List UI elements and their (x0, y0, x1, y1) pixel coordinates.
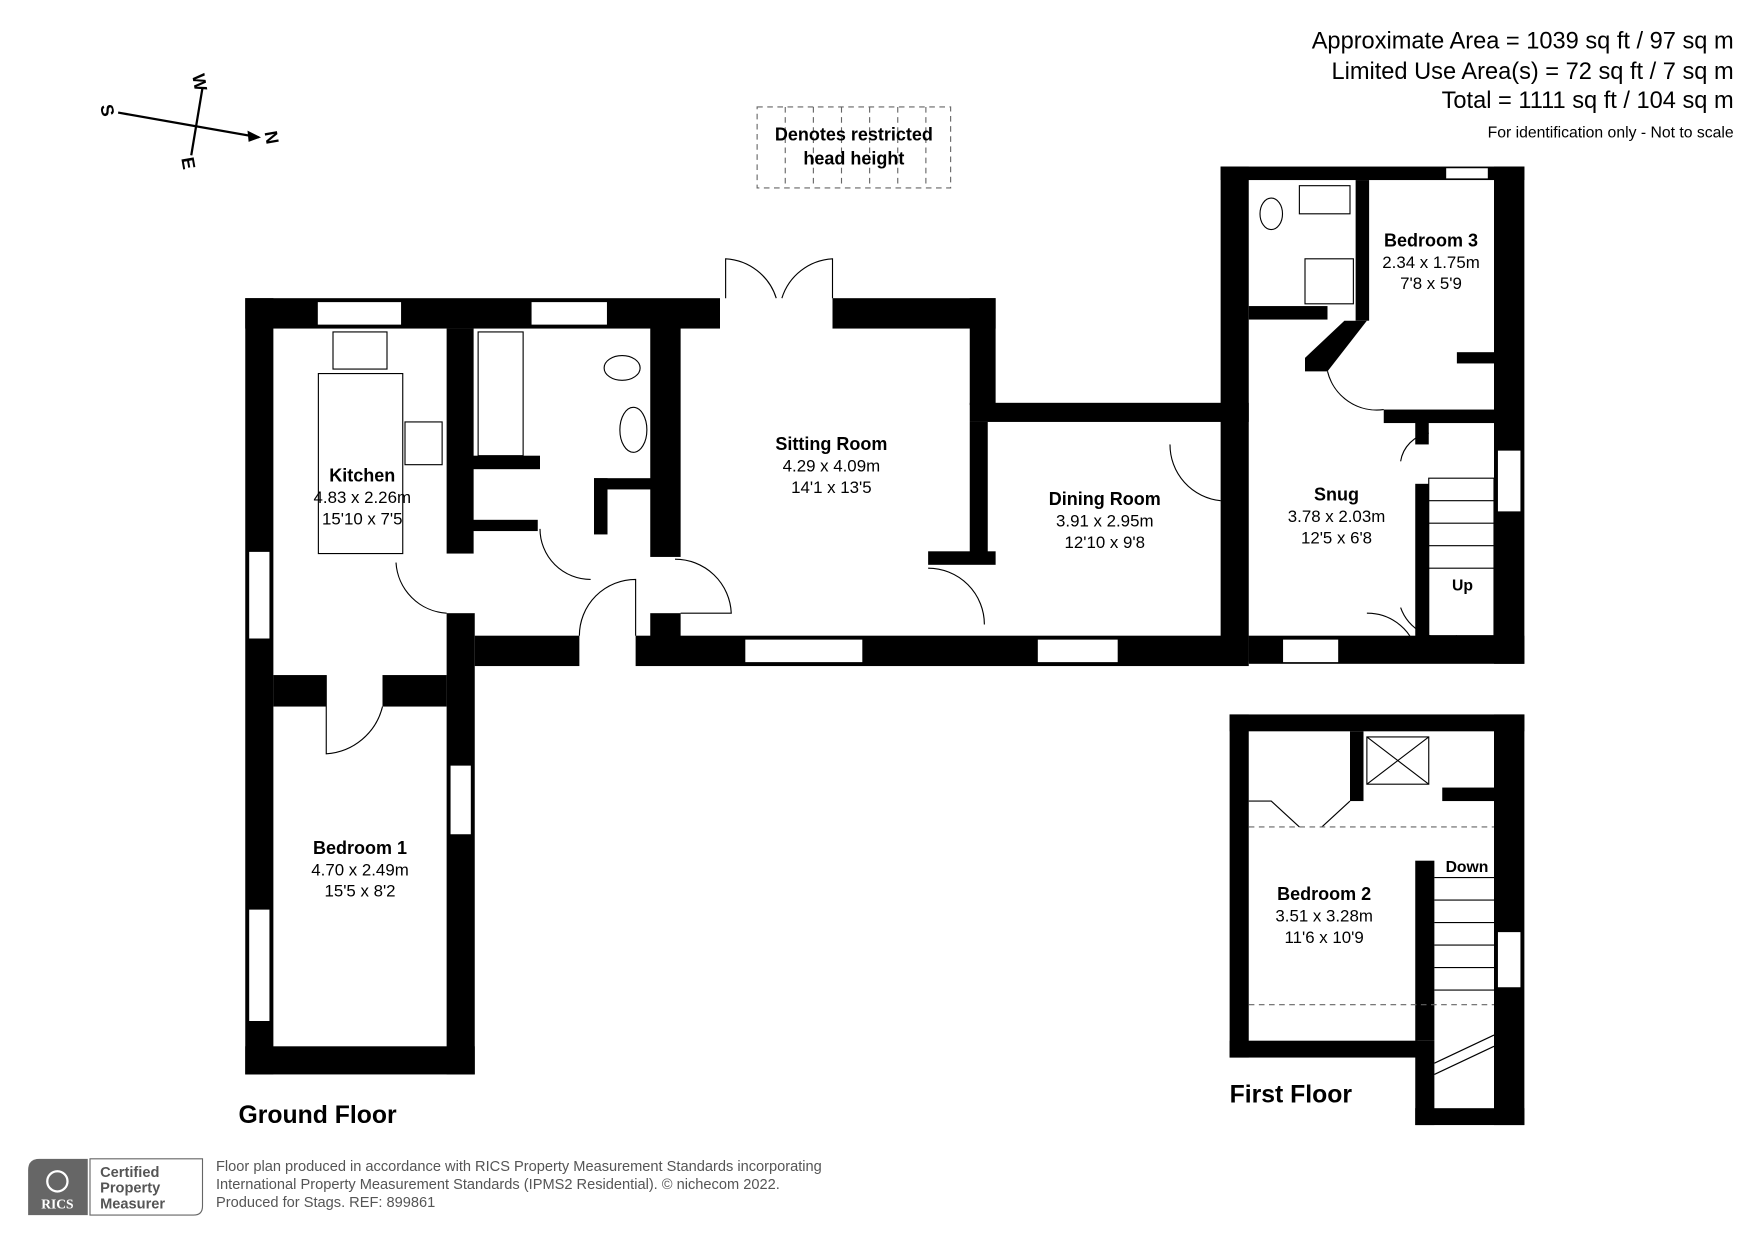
room-metric: 3.91 x 2.95m (1056, 512, 1153, 531)
room-sitting-room: Sitting Room 4.29 x 4.09m 14'1 x 13'5 (775, 434, 887, 497)
room-name: Snug (1314, 485, 1359, 505)
badge-line1: Certified (100, 1165, 159, 1181)
room-name: Bedroom 3 (1384, 230, 1478, 250)
room-name: Bedroom 1 (313, 838, 407, 858)
first-floor-walls (1229, 714, 1525, 1126)
restricted-height-legend: Denotes restricted head height (756, 106, 952, 189)
room-bedroom-1: Bedroom 1 4.70 x 2.49m 15'5 x 8'2 (311, 838, 408, 901)
limited-use-area: Limited Use Area(s) = 72 sq ft / 7 sq m (1331, 59, 1733, 85)
room-imperial: 12'10 x 9'8 (1065, 533, 1146, 552)
room-bedroom-2: Bedroom 2 3.51 x 3.28m 11'6 x 10'9 (1275, 884, 1372, 947)
room-imperial: 7'8 x 5'9 (1400, 274, 1462, 293)
compass-east: E (177, 156, 199, 171)
room-imperial: 15'5 x 8'2 (324, 882, 395, 901)
first-stairs (1434, 877, 1495, 1075)
ground-floor-title: Ground Floor (239, 1102, 397, 1129)
room-name: Kitchen (329, 466, 395, 486)
room-metric: 4.83 x 2.26m (314, 488, 411, 507)
room-imperial: 12'5 x 6'8 (1301, 528, 1372, 547)
legend-line1: Denotes restricted (775, 125, 933, 145)
room-name: Dining Room (1049, 489, 1161, 509)
compass-south: S (96, 103, 118, 118)
total-area: Total = 1111 sq ft / 104 sq m (1442, 88, 1734, 114)
badge-line3: Measurer (100, 1196, 165, 1212)
compass-icon: N S W E (96, 72, 282, 171)
room-imperial: 14'1 x 13'5 (791, 478, 872, 497)
compass-west: W (188, 72, 211, 92)
legend-line2: head height (803, 148, 904, 168)
room-metric: 3.51 x 3.28m (1275, 906, 1372, 925)
ground-stairs (1428, 477, 1495, 637)
room-dining-room: Dining Room 3.91 x 2.95m 12'10 x 9'8 (1049, 489, 1161, 552)
footer-line2: International Property Measurement Stand… (216, 1177, 780, 1193)
footer-line1: Floor plan produced in accordance with R… (216, 1159, 822, 1175)
room-metric: 4.29 x 4.09m (783, 456, 880, 475)
approximate-area: Approximate Area = 1039 sq ft / 97 sq m (1312, 28, 1734, 54)
compass-north: N (261, 129, 283, 145)
room-bedroom-3: Bedroom 3 2.34 x 1.75m 7'8 x 5'9 (1382, 230, 1479, 293)
room-name: Sitting Room (775, 434, 887, 454)
rics-logo-text: RICS (41, 1196, 73, 1211)
room-kitchen: Kitchen 4.83 x 2.26m 15'10 x 7'5 (314, 466, 411, 529)
stairs-down-label: Down (1446, 859, 1489, 876)
rics-badge: RICS Certified Property Measurer (28, 1158, 204, 1216)
room-imperial: 15'10 x 7'5 (322, 509, 403, 528)
footer-line3: Produced for Stags. REF: 899861 (216, 1195, 435, 1211)
badge-line2: Property (100, 1181, 161, 1197)
room-name: Bedroom 2 (1277, 884, 1371, 904)
room-metric: 4.70 x 2.49m (311, 860, 408, 879)
room-metric: 3.78 x 2.03m (1288, 507, 1385, 526)
stairs-up-label: Up (1452, 578, 1473, 595)
room-imperial: 11'6 x 10'9 (1285, 928, 1364, 947)
room-snug: Snug 3.78 x 2.03m 12'5 x 6'8 (1288, 485, 1385, 548)
room-metric: 2.34 x 1.75m (1382, 253, 1479, 272)
ground-floor-walls (245, 166, 1525, 1075)
first-floor-title: First Floor (1230, 1082, 1353, 1109)
disclaimer: For identification only - Not to scale (1488, 124, 1734, 141)
